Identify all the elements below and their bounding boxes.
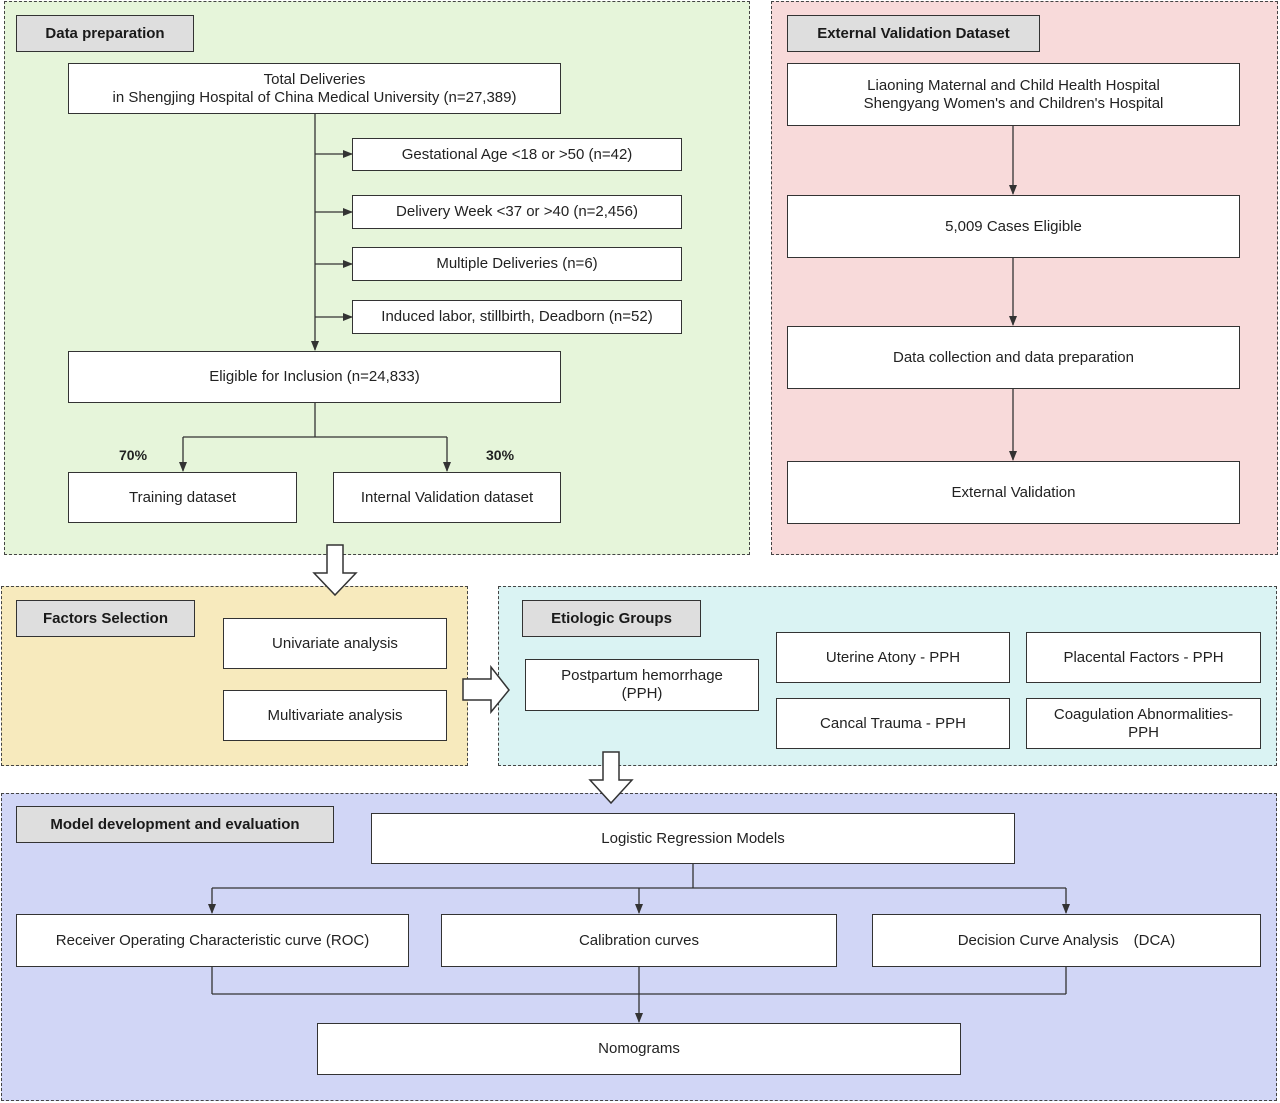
hospitals-box: Liaoning Maternal and Child Health Hospi… <box>787 63 1240 126</box>
uterine-atony-box: Uterine Atony - PPH <box>776 632 1010 683</box>
exclusion-gestational-age-box: Gestational Age <18 or >50 (n=42) <box>352 138 682 171</box>
calibration-curves-box: Calibration curves <box>441 914 837 967</box>
external-validation-box: External Validation <box>787 461 1240 524</box>
down-block-arrow-1 <box>312 544 358 597</box>
logistic-regression-box: Logistic Regression Models <box>371 813 1015 864</box>
nomograms-box: Nomograms <box>317 1023 961 1075</box>
pph-box: Postpartum hemorrhage (PPH) <box>525 659 759 711</box>
cases-eligible-box: 5,009 Cases Eligible <box>787 195 1240 258</box>
validation-percent-label: 30% <box>486 447 515 463</box>
multivariate-analysis-box: Multivariate analysis <box>223 690 447 741</box>
exclusion-multiple-deliveries-box: Multiple Deliveries (n=6) <box>352 247 682 281</box>
cancal-trauma-box: Cancal Trauma - PPH <box>776 698 1010 749</box>
univariate-analysis-box: Univariate analysis <box>223 618 447 669</box>
total-deliveries-box: Total Deliveries in Shengjing Hospital o… <box>68 63 561 114</box>
eligible-inclusion-box: Eligible for Inclusion (n=24,833) <box>68 351 561 403</box>
etiologic-groups-title: Etiologic Groups <box>522 600 701 637</box>
dca-box: Decision Curve Analysis (DCA) <box>872 914 1261 967</box>
training-dataset-box: Training dataset <box>68 472 297 523</box>
training-percent-label: 70% <box>119 447 148 463</box>
factors-selection-title: Factors Selection <box>16 600 195 637</box>
down-block-arrow-2 <box>588 751 634 805</box>
external-validation-title: External Validation Dataset <box>787 15 1040 52</box>
exclusion-delivery-week-box: Delivery Week <37 or >40 (n=2,456) <box>352 195 682 229</box>
exclusion-induced-labor-box: Induced labor, stillbirth, Deadborn (n=5… <box>352 300 682 334</box>
placental-factors-box: Placental Factors - PPH <box>1026 632 1261 683</box>
data-preparation-title: Data preparation <box>16 15 194 52</box>
data-collection-box: Data collection and data preparation <box>787 326 1240 389</box>
model-development-title: Model development and evaluation <box>16 806 334 843</box>
internal-validation-dataset-box: Internal Validation dataset <box>333 472 561 523</box>
right-block-arrow <box>462 664 510 715</box>
coagulation-abnormalities-box: Coagulation Abnormalities- PPH <box>1026 698 1261 749</box>
roc-box: Receiver Operating Characteristic curve … <box>16 914 409 967</box>
